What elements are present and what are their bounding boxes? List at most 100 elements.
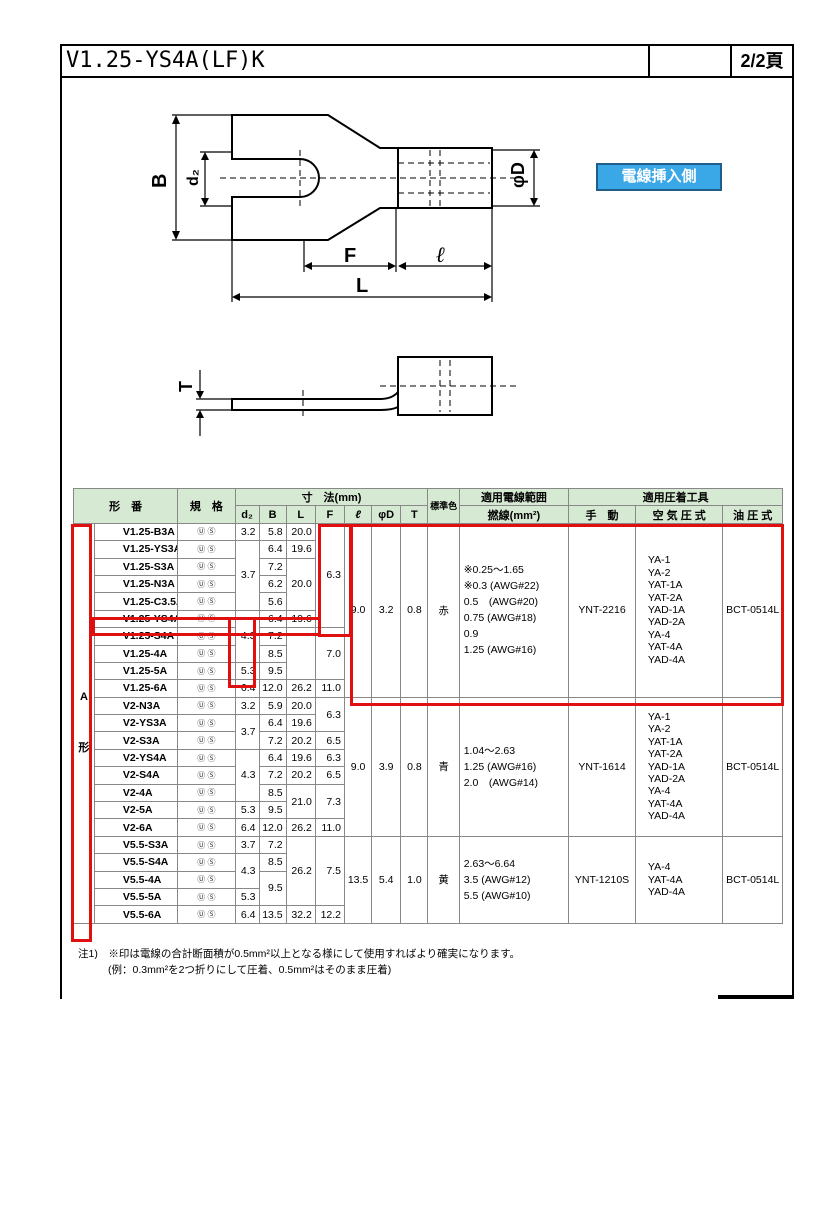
model-name: V5.5-4A xyxy=(93,870,179,889)
model-name: V1.25-4A xyxy=(93,644,179,663)
hydraulic-tool: BCT-0514L xyxy=(722,696,783,837)
dim-L: 21.0 xyxy=(285,783,316,820)
model-name: V1.25-6A xyxy=(93,679,179,698)
dim-B: 7.2 xyxy=(258,766,287,785)
model-name: V5.5-S4A xyxy=(93,853,179,872)
dim-B: 5.6 xyxy=(258,592,287,611)
part-number-title: V1.25-YS4A(LF)K xyxy=(62,46,650,76)
dim-B: 6.4 xyxy=(258,748,287,768)
dim-B: 6.4 xyxy=(258,714,287,733)
dim-B: 7.2 xyxy=(258,627,287,646)
dim-d2: 5.3 xyxy=(234,661,260,681)
dim-L: 19.6 xyxy=(285,714,316,733)
standard-marks: Ⓤ Ⓢ xyxy=(177,696,236,716)
pneumatic-tools-line: YAD-1A xyxy=(647,604,686,617)
wire-range-line: 2.0 (AWG#14) xyxy=(463,776,539,789)
dim-d2: 3.2 xyxy=(234,696,260,716)
dim-L: 19.6 xyxy=(285,540,316,559)
pneumatic-tools-line: YAT-2A xyxy=(647,748,683,761)
dim-F: 6.5 xyxy=(314,731,346,750)
dim-F: 7.3 xyxy=(314,783,346,820)
dim-B: 7.2 xyxy=(258,731,287,750)
model-name: V1.25-YS3A xyxy=(93,540,179,559)
header-T: T xyxy=(400,505,429,524)
wire-range-line: 1.25 (AWG#16) xyxy=(463,644,537,657)
standard-marks: Ⓤ Ⓢ xyxy=(177,592,236,611)
note-1: 注1) ※印は電線の合計断面積が0.5mm²以上となる様にして使用すればより確実… xyxy=(78,948,521,960)
standard-marks: Ⓤ Ⓢ xyxy=(177,801,236,820)
model-name: V2-S3A xyxy=(93,731,179,750)
wire-range: ※0.25～1.65※0.3 (AWG#22)0.5 (AWG#20)0.75 … xyxy=(458,522,570,698)
pneumatic-tools-line: YA-4 xyxy=(647,785,671,798)
dim-d2: 6.4 xyxy=(234,679,260,698)
header-tools: 適用圧着工具 xyxy=(568,487,783,507)
pneumatic-tools-line: YAT-4A xyxy=(647,797,683,810)
dim-F: 7.0 xyxy=(314,627,346,681)
wire-range-line: 2.63～6.64 xyxy=(463,857,516,870)
label-T: T xyxy=(176,381,196,392)
standard-marks: Ⓤ Ⓢ xyxy=(177,557,236,576)
standard-marks: Ⓤ Ⓢ xyxy=(177,853,236,872)
wire-range-line: 5.5 (AWG#10) xyxy=(463,889,531,902)
type-char: 形 xyxy=(78,742,90,755)
dim-d2: 3.7 xyxy=(234,540,260,611)
standard-marks: Ⓤ Ⓢ xyxy=(177,661,236,681)
title-bar: V1.25-YS4A(LF)K 2/2頁 xyxy=(60,44,794,78)
pneumatic-tools-line: YAT-1A xyxy=(647,579,683,592)
pneumatic-tools-line: YAD-4A xyxy=(647,653,686,666)
label-d2: d₂ xyxy=(185,169,202,186)
model-name: V2-4A xyxy=(93,783,179,803)
dim-F: 6.3 xyxy=(314,748,346,768)
model-name: V2-5A xyxy=(93,801,179,820)
dim-phiD: 3.9 xyxy=(371,696,402,837)
standard-marks: Ⓤ Ⓢ xyxy=(177,748,236,768)
dim-phiD: 5.4 xyxy=(371,835,402,924)
dim-B: 5.8 xyxy=(258,522,287,542)
dim-B: 9.5 xyxy=(258,870,287,907)
pneumatic-tools-line: YAD-4A xyxy=(647,810,686,823)
header-hydraulic: 油 圧 式 xyxy=(722,505,783,524)
standard-marks: Ⓤ Ⓢ xyxy=(177,627,236,646)
standard-marks: Ⓤ Ⓢ xyxy=(177,644,236,663)
header-phiD: φD xyxy=(371,505,402,524)
dim-F: 7.5 xyxy=(314,835,346,907)
pneumatic-tools-line: YAD-2A xyxy=(647,772,686,785)
pneumatic-tools-line: YAD-1A xyxy=(647,760,686,773)
dim-L: 19.6 xyxy=(285,748,316,768)
header-F: F xyxy=(314,505,346,524)
pneumatic-tools-line: YA-1 xyxy=(647,554,671,567)
hydraulic-tool: BCT-0514L xyxy=(722,835,783,924)
dim-B: 8.5 xyxy=(258,783,287,803)
dim-d2: 4.3 xyxy=(234,609,260,663)
pneumatic-tools-line: YA-4 xyxy=(647,628,671,641)
dim-F: 6.3 xyxy=(314,522,346,629)
model-name: V1.25-C3.5A xyxy=(93,592,179,611)
standard-marks: Ⓤ Ⓢ xyxy=(177,609,236,629)
wire-range-line: ※0.25～1.65 xyxy=(463,564,524,577)
dim-d2: 4.3 xyxy=(234,748,260,803)
header-pneumatic: 空 気 圧 式 xyxy=(634,505,724,524)
dim-B: 6.4 xyxy=(258,609,287,629)
manual-tool: YNT-1614 xyxy=(568,696,636,837)
pneumatic-tools-line: YAT-1A xyxy=(647,735,683,748)
dim-L: 19.6 xyxy=(285,609,316,629)
pneumatic-tools-line: YA-2 xyxy=(647,566,671,579)
dim-F: 6.3 xyxy=(314,696,346,733)
header-color: 標準色 xyxy=(427,488,460,524)
standard-color: 赤 xyxy=(427,522,460,698)
dim-l: 9.0 xyxy=(343,522,373,698)
dim-F: 12.2 xyxy=(314,905,346,924)
header-wire-sub: 撚線(mm²) xyxy=(458,505,570,524)
dim-B: 7.2 xyxy=(258,557,287,576)
model-name: V2-N3A xyxy=(93,696,179,716)
standard-marks: Ⓤ Ⓢ xyxy=(177,887,236,907)
standard-marks: Ⓤ Ⓢ xyxy=(177,783,236,803)
